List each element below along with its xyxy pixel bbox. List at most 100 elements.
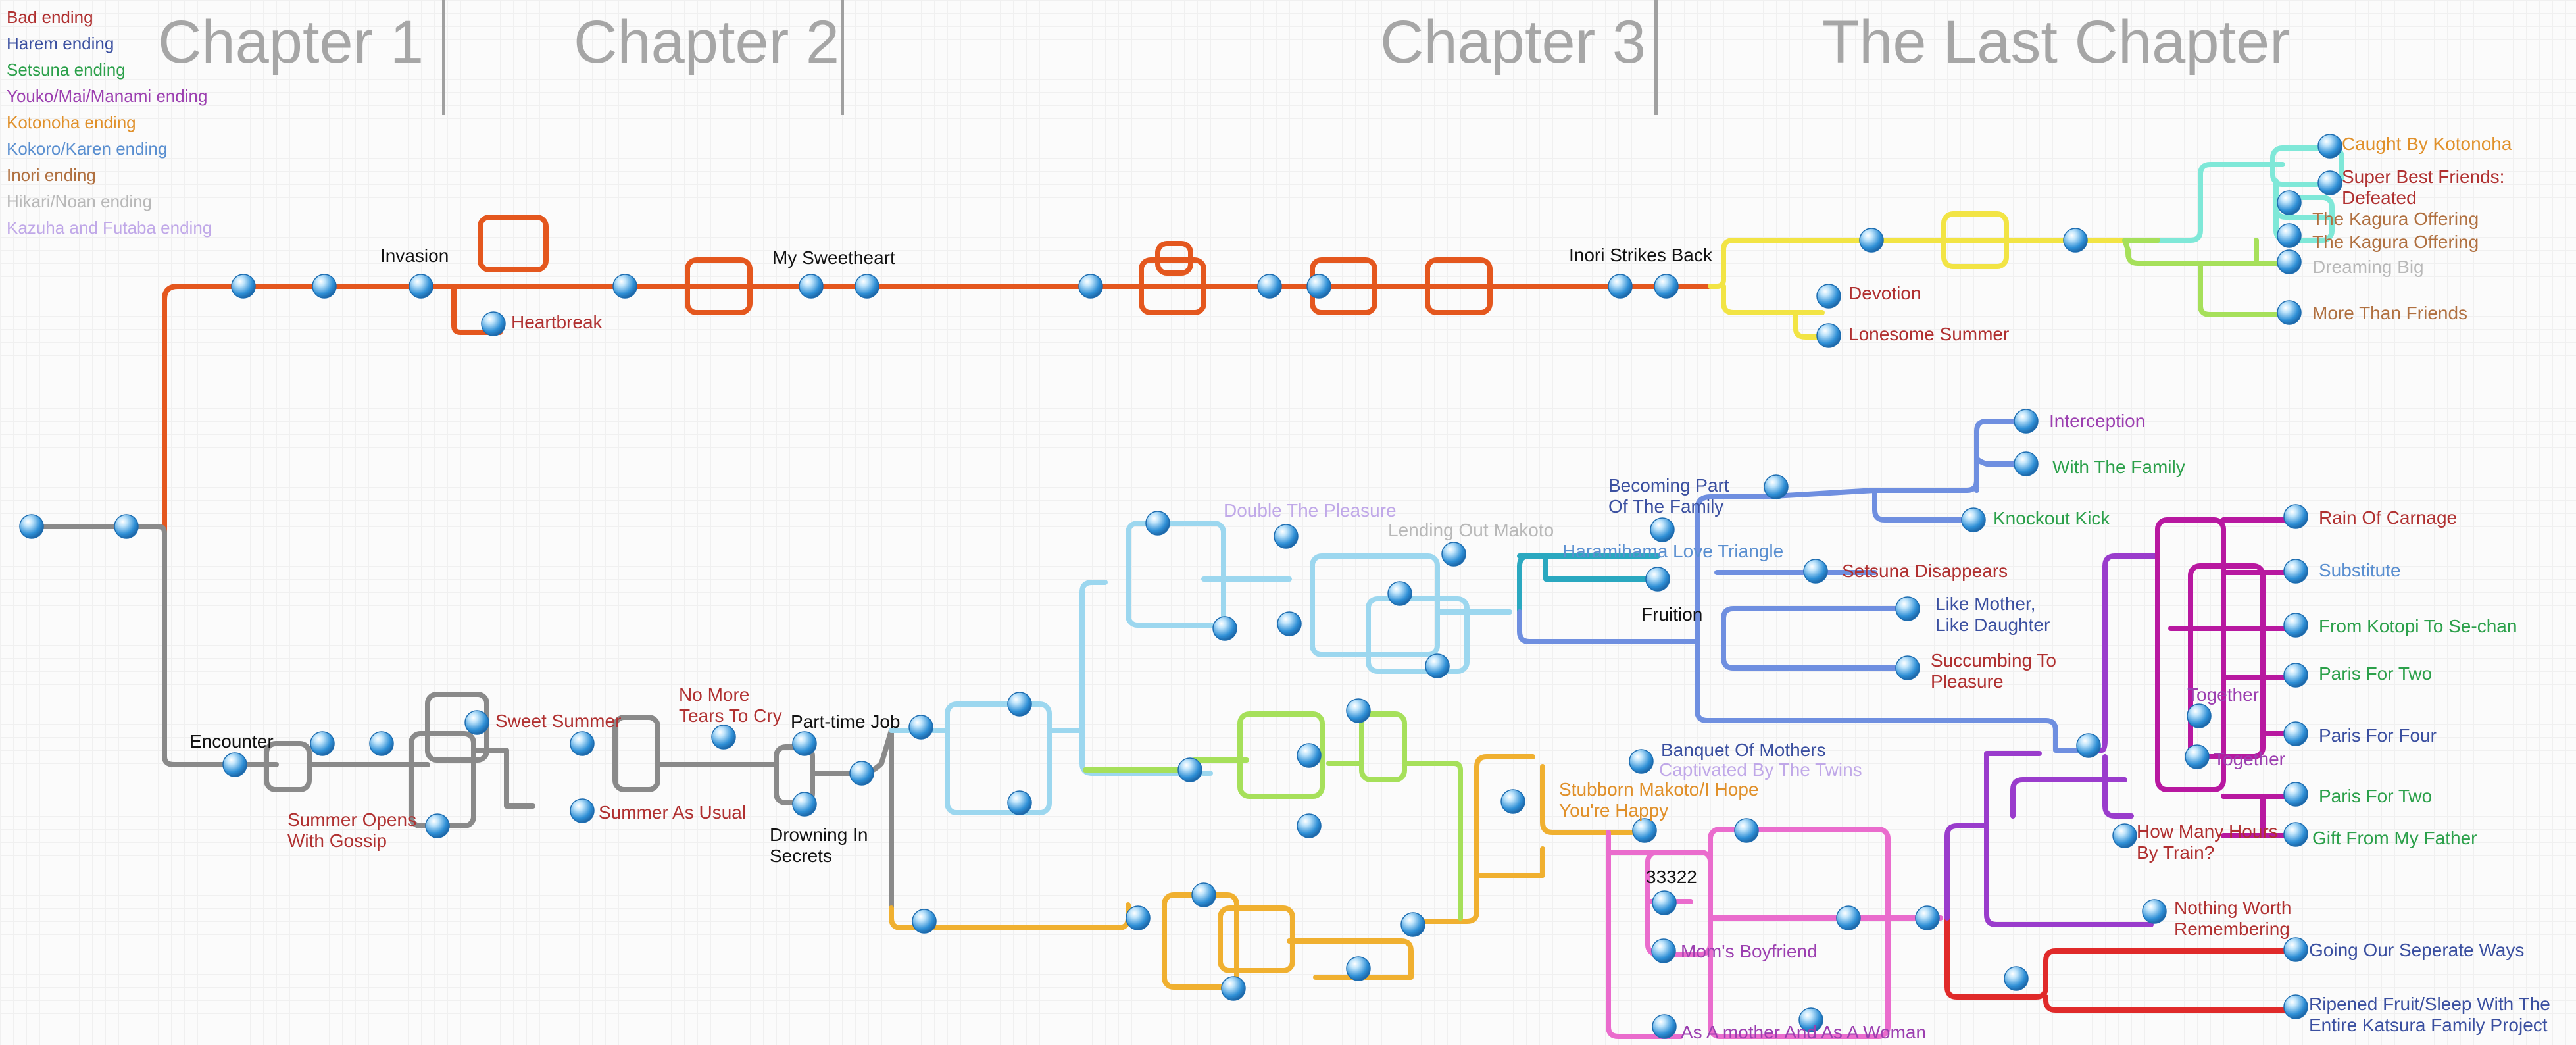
route-path (2023, 948, 2292, 1000)
route-label: Knockout Kick (1993, 508, 2110, 528)
route-node (409, 274, 433, 299)
route-label: My Sweetheart (772, 247, 895, 268)
route-path (2093, 553, 2160, 753)
route-node (1425, 653, 1450, 678)
route-label: 33322 (1646, 867, 1697, 887)
route-node (2014, 451, 2039, 476)
route-node (1652, 1014, 1677, 1039)
route-label: Substitute (2319, 560, 2401, 580)
route-node (1400, 912, 1425, 937)
legend-item: Bad ending (7, 7, 93, 27)
route-node (1221, 976, 1246, 1001)
route-node (2076, 733, 2101, 758)
route-node (1274, 524, 1299, 549)
route-node (2283, 663, 2308, 688)
route-label: With The Family (2052, 457, 2185, 477)
route-node (2283, 937, 2308, 962)
route-node (792, 731, 817, 756)
route-node (481, 311, 506, 336)
route-path (1540, 764, 1634, 835)
route-loop (1366, 596, 1470, 674)
legend-item: Hikari/Noan ending (7, 191, 153, 211)
route-loop (1310, 553, 1440, 657)
route-node (1277, 611, 1302, 636)
route-loop (1155, 241, 1193, 276)
route-node (1346, 956, 1371, 981)
route-node (1297, 743, 1322, 768)
route-node (1387, 581, 1412, 606)
route-node (1007, 692, 1032, 717)
route-label: No More Tears To Cry (679, 684, 782, 726)
route-node (1629, 749, 1654, 774)
route-path (1415, 754, 1535, 924)
route-node (1177, 757, 1202, 782)
route-node (310, 731, 335, 756)
route-label: Gift From My Father (2312, 828, 2477, 848)
route-node (1859, 228, 1884, 253)
route-loop (1237, 711, 1325, 799)
route-label: Inori Strikes Back (1569, 245, 1712, 265)
legend-item: Kotonoha ending (7, 113, 136, 132)
chapter-divider (841, 0, 844, 115)
route-node (1915, 905, 1940, 930)
route-node (1816, 284, 1841, 309)
route-node (231, 274, 256, 299)
legend-item: Inori ending (7, 165, 96, 185)
route-node (2063, 228, 2088, 253)
route-label: How Many Hours By Train? (2137, 821, 2278, 863)
legend-item: Setsuna ending (7, 60, 126, 80)
route-path (2043, 718, 2088, 753)
route-node (369, 731, 394, 756)
route-label: As A mother And As A Woman (1681, 1022, 1927, 1042)
route-label: Going Our Seperate Ways (2309, 940, 2525, 960)
route-node (2014, 409, 2039, 434)
route-node (2277, 190, 2302, 215)
route-label: Haramihama Love Triangle (1562, 541, 1784, 561)
route-node (464, 710, 489, 735)
route-label: Becoming Part Of The Family (1608, 475, 1729, 517)
route-node (2112, 823, 2137, 848)
route-loop (1139, 257, 1206, 315)
chapter-divider (442, 0, 445, 115)
route-label: Setsuna Disappears (1842, 561, 2008, 581)
route-node (19, 514, 44, 539)
route-node (1191, 882, 1216, 907)
route-path (2198, 261, 2285, 317)
chapter-3-title: Chapter 3 (1380, 9, 1647, 76)
route-node (1346, 698, 1371, 723)
route-loop (2270, 145, 2344, 187)
route-loop (1708, 827, 1891, 1039)
route-path (1517, 609, 1700, 644)
route-label: Ripened Fruit/Sleep With The Entire Kats… (2309, 994, 2550, 1035)
route-path (162, 284, 1713, 542)
route-node (1632, 818, 1657, 843)
route-label: Paris For Two (2319, 663, 2433, 684)
route-node (114, 514, 139, 539)
route-node (1764, 474, 1789, 499)
route-label: Dreaming Big (2312, 257, 2424, 277)
route-path (2102, 754, 2134, 819)
route-node (1734, 818, 1759, 843)
route-label: Together (2187, 684, 2259, 705)
route-node (1895, 596, 1920, 621)
route-label: Mom's Boyfriend (1681, 941, 1818, 961)
route-path (1402, 761, 1463, 921)
legend: Bad ending Harem ending Setsuna ending Y… (7, 4, 212, 241)
route-label: Banquet Of Mothers (1661, 740, 1826, 760)
route-node (1297, 813, 1322, 838)
route-node (1816, 323, 1841, 348)
route-label: Fruition (1641, 604, 1703, 624)
route-label: Heartbreak (511, 312, 603, 332)
route-label: More Than Friends (2312, 303, 2468, 323)
route-node (1645, 567, 1670, 592)
route-loop (2188, 563, 2266, 759)
route-node (2317, 134, 2342, 159)
route-label: Paris For Four (2319, 725, 2437, 746)
route-label: Interception (2049, 411, 2146, 431)
route-node (849, 761, 874, 786)
route-node (855, 274, 879, 299)
route-loop (1126, 521, 1226, 628)
route-path (2122, 238, 2285, 266)
route-node (312, 274, 337, 299)
